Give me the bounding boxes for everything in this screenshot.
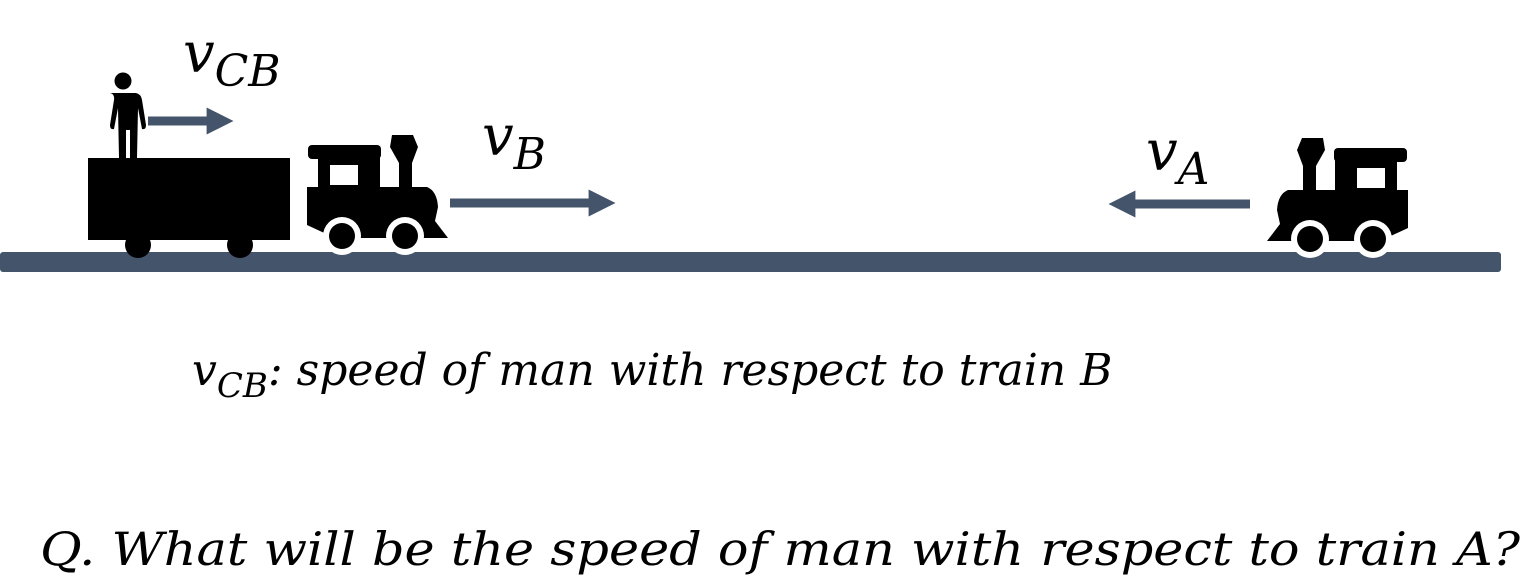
train-car-icon [88, 158, 290, 258]
question-text: Q. What will be the speed of man with re… [40, 522, 1520, 576]
label-v-b: vB [482, 104, 546, 180]
person-icon [110, 72, 146, 158]
track [0, 252, 1501, 272]
locomotive-icon [1267, 138, 1408, 258]
locomotive-icon [307, 135, 448, 255]
definition-text: vCB: speed of man with respect to train … [192, 345, 1112, 406]
label-v-cb: vCB [183, 21, 281, 97]
label-v-a: vA [1146, 119, 1209, 195]
